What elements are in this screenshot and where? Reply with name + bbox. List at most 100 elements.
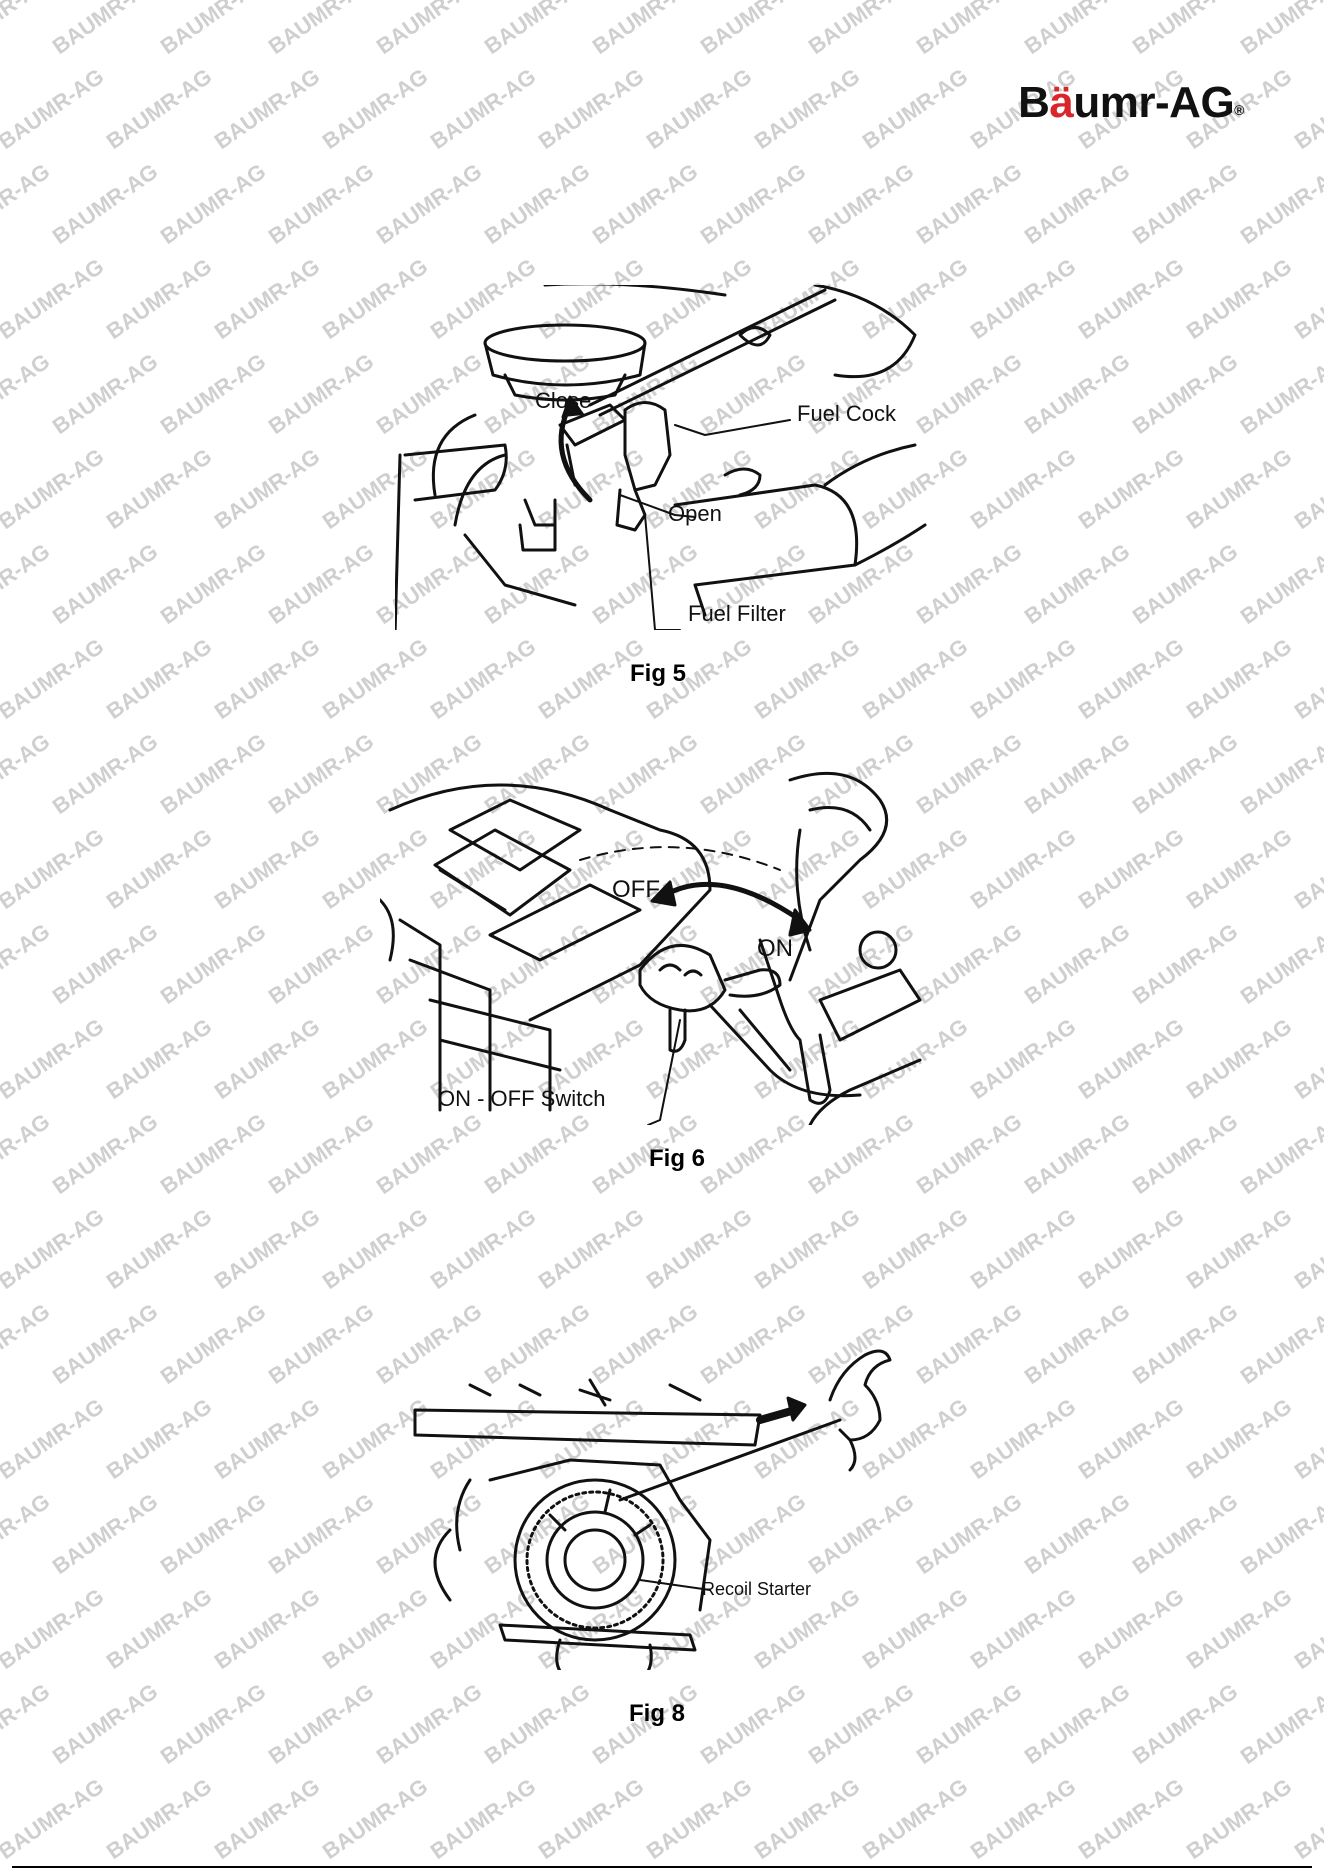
watermark-text: BAUMR-AG xyxy=(264,1679,378,1770)
watermark-text: BAUMR-AG xyxy=(966,444,1080,535)
watermark-text: BAUMR-AG xyxy=(1290,444,1324,535)
watermark-text: BAUMR-AG xyxy=(1182,1014,1296,1105)
watermark-text: BAUMR-AG xyxy=(0,159,54,250)
watermark-text: BAUMR-AG xyxy=(858,1774,972,1865)
watermark-text: BAUMR-AG xyxy=(1128,539,1242,630)
watermark-text: BAUMR-AG xyxy=(1128,919,1242,1010)
watermark-text: BAUMR-AG xyxy=(858,1204,972,1295)
watermark-text: BAUMR-AG xyxy=(1236,729,1324,820)
watermark-text: BAUMR-AG xyxy=(966,1204,1080,1295)
watermark-text: BAUMR-AG xyxy=(1236,0,1324,59)
watermark-text: BAUMR-AG xyxy=(48,1489,162,1580)
watermark-text: BAUMR-AG xyxy=(0,1584,108,1675)
watermark-text: BAUMR-AG xyxy=(750,634,864,725)
watermark-text: BAUMR-AG xyxy=(426,64,540,155)
label-off: OFF xyxy=(612,876,660,903)
watermark-text: BAUMR-AG xyxy=(1020,1679,1134,1770)
watermark-text: BAUMR-AG xyxy=(588,0,702,59)
watermark-text: BAUMR-AG xyxy=(642,1774,756,1865)
watermark-text: BAUMR-AG xyxy=(210,824,324,915)
watermark-text: BAUMR-AG xyxy=(1020,1489,1134,1580)
watermark-text: BAUMR-AG xyxy=(1290,1204,1324,1295)
watermark-text: BAUMR-AG xyxy=(48,539,162,630)
watermark-text: BAUMR-AG xyxy=(102,64,216,155)
watermark-text: BAUMR-AG xyxy=(534,1204,648,1295)
watermark-text: BAUMR-AG xyxy=(696,159,810,250)
watermark-text: BAUMR-AG xyxy=(750,1774,864,1865)
watermark-text: BAUMR-AG xyxy=(48,1299,162,1390)
watermark-text: BAUMR-AG xyxy=(210,1394,324,1485)
watermark-text: BAUMR-AG xyxy=(1290,634,1324,725)
watermark-text: BAUMR-AG xyxy=(0,1109,54,1200)
watermark-text: BAUMR-AG xyxy=(1182,444,1296,535)
caption-fig5: Fig 5 xyxy=(630,660,687,687)
brand-logo: Bäumr-AG® xyxy=(1018,78,1244,127)
watermark-text: BAUMR-AG xyxy=(264,539,378,630)
watermark-text: BAUMR-AG xyxy=(1290,1774,1324,1865)
watermark-text: BAUMR-AG xyxy=(1182,1394,1296,1485)
watermark-text: BAUMR-AG xyxy=(1074,1394,1188,1485)
label-on-off-switch: ON - OFF Switch xyxy=(438,1086,606,1111)
watermark-text: BAUMR-AG xyxy=(210,634,324,725)
watermark-text: BAUMR-AG xyxy=(210,1584,324,1675)
watermark-text: BAUMR-AG xyxy=(210,64,324,155)
watermark-text: BAUMR-AG xyxy=(966,254,1080,345)
watermark-text: BAUMR-AG xyxy=(912,1679,1026,1770)
figure-fig5: Close Fuel Cock Open Fuel Filter xyxy=(395,285,945,630)
watermark-text: BAUMR-AG xyxy=(0,64,108,155)
watermark-text: BAUMR-AG xyxy=(0,539,54,630)
watermark-text: BAUMR-AG xyxy=(156,159,270,250)
watermark-text: BAUMR-AG xyxy=(966,1014,1080,1105)
watermark-text: BAUMR-AG xyxy=(966,824,1080,915)
watermark-text: BAUMR-AG xyxy=(1020,349,1134,440)
watermark-text: BAUMR-AG xyxy=(480,0,594,59)
watermark-text: BAUMR-AG xyxy=(48,0,162,59)
watermark-text: BAUMR-AG xyxy=(48,1679,162,1770)
watermark-text: BAUMR-AG xyxy=(534,64,648,155)
watermark-text: BAUMR-AG xyxy=(0,729,54,820)
watermark-text: BAUMR-AG xyxy=(480,159,594,250)
watermark-text: BAUMR-AG xyxy=(696,1679,810,1770)
watermark-text: BAUMR-AG xyxy=(1074,1014,1188,1105)
watermark-text: BAUMR-AG xyxy=(696,0,810,59)
watermark-text: BAUMR-AG xyxy=(1236,919,1324,1010)
watermark-text: BAUMR-AG xyxy=(1182,254,1296,345)
watermark-text: BAUMR-AG xyxy=(1236,1489,1324,1580)
watermark-text: BAUMR-AG xyxy=(156,349,270,440)
watermark-text: BAUMR-AG xyxy=(264,349,378,440)
watermark-text: BAUMR-AG xyxy=(156,729,270,820)
watermark-text: BAUMR-AG xyxy=(48,1109,162,1200)
watermark-text: BAUMR-AG xyxy=(804,159,918,250)
caption-fig8: Fig 8 xyxy=(629,1700,686,1727)
watermark-text: BAUMR-AG xyxy=(210,254,324,345)
watermark-text: BAUMR-AG xyxy=(804,0,918,59)
watermark-text: BAUMR-AG xyxy=(1236,1299,1324,1390)
watermark-text: BAUMR-AG xyxy=(1182,824,1296,915)
on-off-switch-illustration xyxy=(380,771,922,1125)
watermark-text: BAUMR-AG xyxy=(426,1204,540,1295)
watermark-text: BAUMR-AG xyxy=(156,1299,270,1390)
watermark-text: BAUMR-AG xyxy=(210,1774,324,1865)
watermark-text: BAUMR-AG xyxy=(1128,349,1242,440)
watermark-text: BAUMR-AG xyxy=(48,159,162,250)
watermark-text: BAUMR-AG xyxy=(264,919,378,1010)
watermark-text: BAUMR-AG xyxy=(156,919,270,1010)
watermark-text: BAUMR-AG xyxy=(912,159,1026,250)
watermark-text: BAUMR-AG xyxy=(156,1679,270,1770)
watermark-text: BAUMR-AG xyxy=(264,159,378,250)
watermark-text: BAUMR-AG xyxy=(48,919,162,1010)
watermark-text: BAUMR-AG xyxy=(966,1774,1080,1865)
label-close: Close xyxy=(535,388,592,413)
fuel-cock-illustration xyxy=(395,285,927,630)
watermark-text: BAUMR-AG xyxy=(642,1204,756,1295)
watermark-text: BAUMR-AG xyxy=(1020,159,1134,250)
watermark-text: BAUMR-AG xyxy=(1128,0,1242,59)
watermark-text: BAUMR-AG xyxy=(1236,1109,1324,1200)
watermark-text: BAUMR-AG xyxy=(1074,1584,1188,1675)
watermark-text: BAUMR-AG xyxy=(1128,1109,1242,1200)
watermark-text: BAUMR-AG xyxy=(1020,729,1134,820)
watermark-text: BAUMR-AG xyxy=(0,1774,108,1865)
watermark-text: BAUMR-AG xyxy=(264,1109,378,1200)
watermark-text: BAUMR-AG xyxy=(156,539,270,630)
label-open: Open xyxy=(668,501,722,526)
